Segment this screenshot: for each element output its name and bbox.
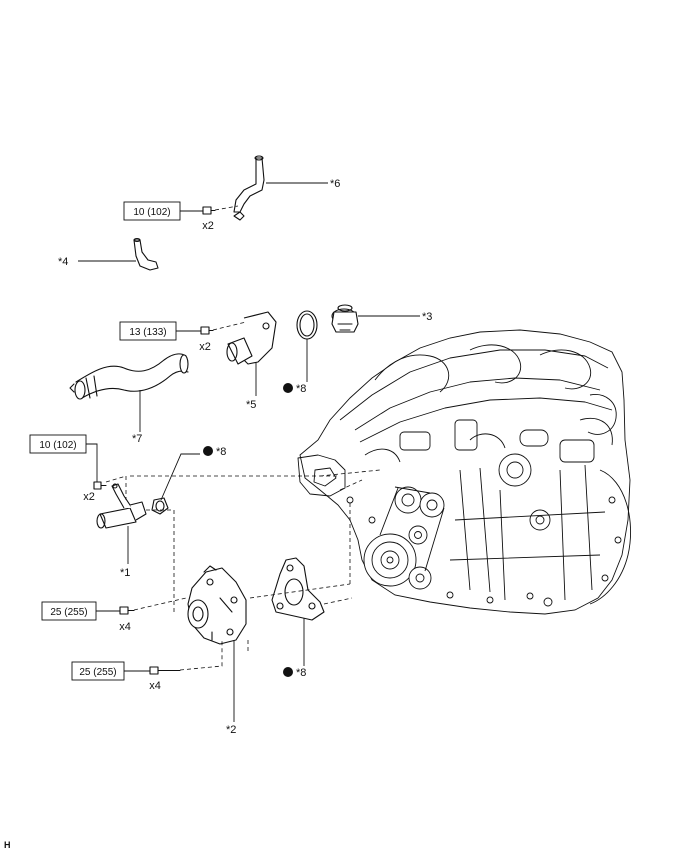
torque-value-5: 25 (255): [79, 667, 116, 678]
callout-8-middle: *8: [216, 446, 226, 458]
torque-box-3: 10 (102): [29, 434, 87, 454]
bolt-set-4a: [119, 606, 135, 615]
torque-box-4: 25 (255): [41, 601, 97, 621]
torque-value-1: 10 (102): [133, 207, 170, 218]
gasket-marker-1: [283, 383, 293, 393]
callout-8-bottom: *8: [296, 667, 306, 679]
engine-assembly: [297, 329, 631, 615]
callout-7: *7: [132, 433, 142, 445]
torque-box-5: 25 (255): [71, 661, 125, 681]
corner-mark: H: [4, 840, 11, 850]
part-1-water-inlet: [96, 483, 147, 529]
gasket-marker-3: [283, 667, 293, 677]
part-8-oring-middle: [151, 497, 169, 515]
callout-5: *5: [246, 399, 256, 411]
callout-4: *4: [58, 256, 68, 268]
torque-box-1: 10 (102): [123, 201, 181, 221]
torque-box-2: 13 (133): [119, 321, 177, 341]
quantity-5: x4: [149, 680, 161, 692]
torque-value-2: 13 (133): [129, 327, 166, 338]
part-3-thermostat: [331, 304, 359, 333]
part-5-water-outlet: [226, 311, 277, 365]
torque-value-4: 25 (255): [50, 607, 87, 618]
gasket-marker-2: [203, 446, 213, 456]
bolt-pair-1: [202, 206, 216, 215]
quantity-2: x2: [199, 341, 211, 353]
callout-6: *6: [330, 178, 340, 190]
torque-value-3: 10 (102): [39, 440, 76, 451]
quantity-1: x2: [202, 220, 214, 232]
part-6-water-pipe: [233, 155, 265, 221]
part-7-radiator-hose: [69, 353, 189, 400]
quantity-3: x2: [83, 491, 95, 503]
callout-1: *1: [120, 567, 130, 579]
callout-3: *3: [422, 311, 432, 323]
part-8-gasket-bottom: [271, 557, 325, 621]
part-4-pipe: [133, 237, 159, 271]
quantity-4: x4: [119, 621, 131, 633]
callout-2: *2: [226, 724, 236, 736]
part-8-oring-top: [296, 310, 318, 340]
bolt-pair-2: [200, 326, 214, 335]
callout-8-top: *8: [296, 383, 306, 395]
part-2-water-pump: [187, 565, 247, 645]
bolt-set-4b: [149, 666, 181, 675]
bolt-pair-3: [93, 481, 107, 490]
